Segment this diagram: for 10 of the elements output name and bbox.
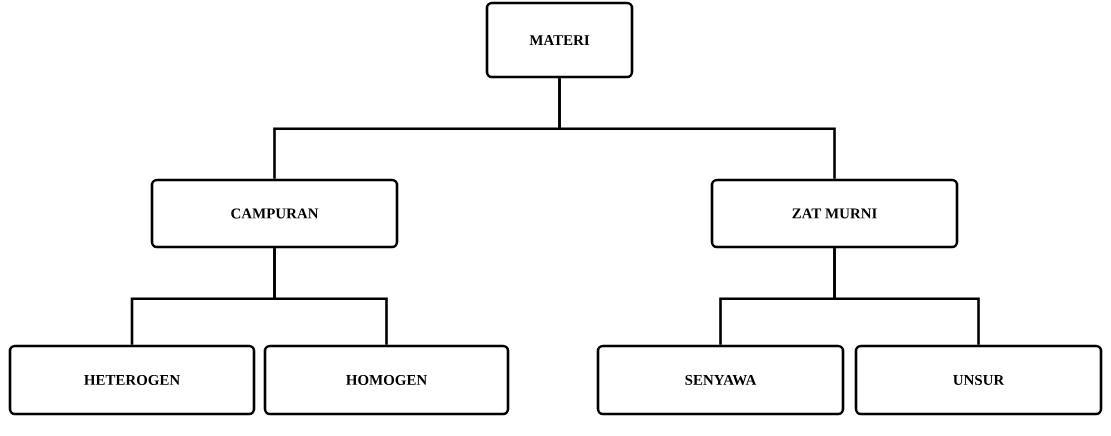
category-box: ZAT MURNI	[710, 178, 959, 249]
category-box: HOMOGEN	[263, 344, 510, 416]
category-box: HETEROGEN	[8, 344, 256, 416]
connector-line	[833, 248, 980, 345]
category-box: SENYAWA	[596, 344, 845, 416]
category-box: UNSUR	[854, 344, 1103, 416]
connector-line	[273, 248, 388, 345]
category-box: MATERI	[485, 1, 634, 79]
category-box: CAMPURAN	[150, 178, 399, 249]
connector-line	[558, 78, 836, 179]
